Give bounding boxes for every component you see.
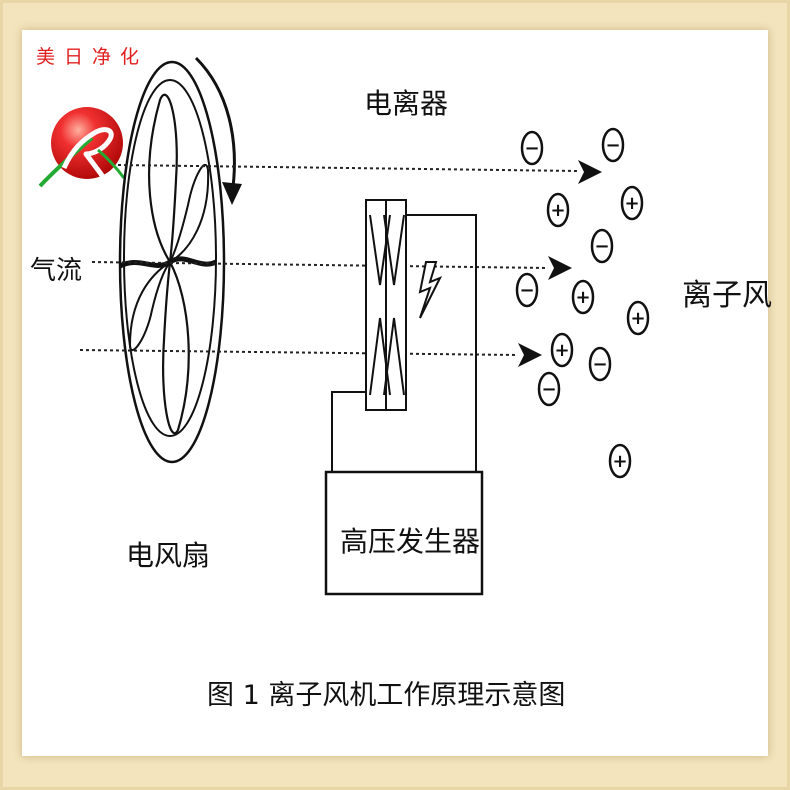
positive-ion-7 (571, 279, 595, 315)
arrowhead-bottom (518, 343, 542, 367)
negative-ion-6 (515, 272, 539, 308)
arrowhead-middle (548, 256, 572, 280)
positive-ion-symbol-4: + (624, 193, 639, 214)
label-ion-wind: 离子风 (682, 278, 772, 313)
negative-ion-symbol-5: − (594, 236, 609, 257)
negative-ion-symbol-10: − (592, 354, 607, 375)
hv-generator-box (324, 470, 484, 596)
positive-ion-8 (626, 300, 650, 336)
label-ionizer: 电离器 (364, 87, 448, 120)
diagram-caption: 图 1 离子风机工作原理示意图 (207, 680, 565, 711)
positive-ion-3 (546, 192, 570, 228)
positive-ion-12 (608, 443, 632, 479)
negative-ion-symbol-6: − (519, 280, 534, 301)
negative-ion-10 (588, 346, 612, 382)
airflow-lines (79, 164, 579, 356)
fan (118, 56, 242, 464)
label-hv-generator: 高压发生器 (340, 525, 480, 558)
negative-ion-1 (520, 130, 544, 166)
negative-ion-symbol-2: − (605, 135, 620, 156)
negative-ion-2 (601, 127, 625, 163)
label-airflow: 气流 (30, 256, 82, 286)
negative-ion-symbol-1: − (524, 138, 539, 159)
positive-ion-symbol-3: + (550, 200, 565, 221)
ionizer (365, 199, 443, 411)
airflow-arrowheads (518, 160, 602, 367)
positive-ion-9 (550, 332, 574, 368)
brand-logo (38, 107, 126, 188)
positive-ion-symbol-8: + (630, 308, 645, 329)
positive-ion-4 (620, 185, 644, 221)
circuit-wires (331, 214, 477, 472)
ions-group: − − + + − − + + + − − + (515, 127, 650, 479)
positive-ion-symbol-7: + (575, 287, 590, 308)
positive-ion-symbol-9: + (554, 340, 569, 361)
label-fan: 电风扇 (126, 539, 210, 572)
positive-ion-symbol-12: + (612, 451, 627, 472)
brand-name: 美日净化 (36, 46, 149, 68)
arrowhead-top (578, 160, 602, 184)
negative-ion-symbol-11: − (541, 379, 556, 400)
negative-ion-11 (537, 371, 561, 407)
negative-ion-5 (590, 228, 614, 264)
